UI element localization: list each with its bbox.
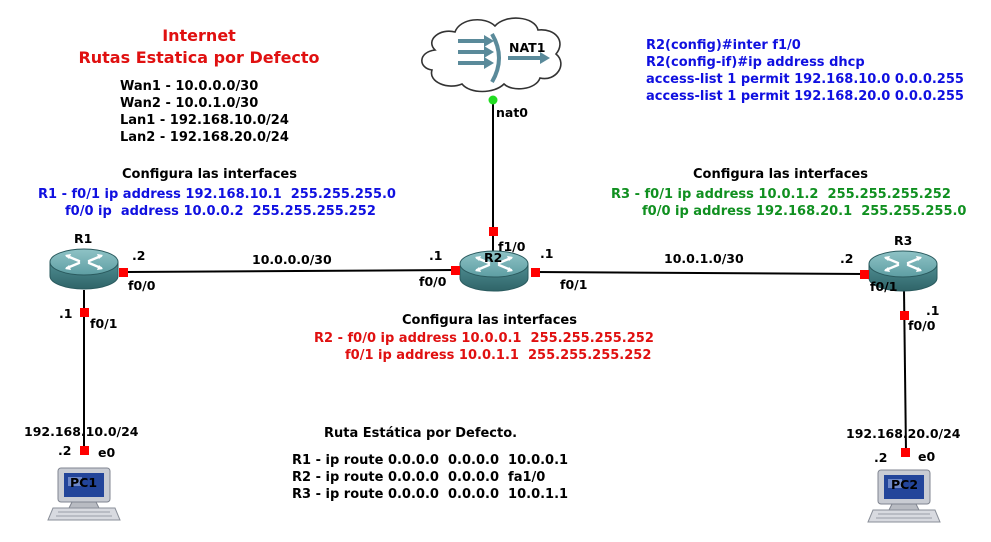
r1-config-line-2: f0/0 ip address 10.0.0.2 255.255.255.252	[65, 204, 376, 219]
r2-config-line-2: f0/1 ip address 10.0.1.1 255.255.255.252	[345, 348, 652, 363]
network-lan2: Lan2 - 192.168.20.0/24	[120, 130, 289, 145]
link-r1-r2	[122, 269, 456, 273]
port-label-r3-f00: f0/0	[908, 318, 936, 333]
port-r2-f00-marker	[451, 266, 460, 275]
link-label-wan2: 10.0.1.0/30	[664, 251, 744, 266]
port-label-r3-f01: f0/1	[870, 279, 898, 294]
r2-nat-config-line-1: R2(config)#inter f1/0	[646, 38, 801, 53]
port-r3-f01-marker	[860, 270, 869, 279]
r2-nat-config-line-2: R2(config-if)#ip address dhcp	[646, 55, 865, 70]
port-r1-f01-marker	[80, 308, 89, 317]
r1-config-heading: Configura las interfaces	[122, 167, 297, 182]
network-wan1: Wan1 - 10.0.0.0/30	[120, 79, 259, 94]
port-label-r1-f01: f0/1	[90, 316, 118, 331]
routes-heading: Ruta Estática por Defecto.	[324, 426, 518, 441]
port-ip-pc1: .2	[58, 443, 72, 458]
route-r2: R2 - ip route 0.0.0.0 0.0.0.0 fa1/0	[292, 470, 546, 485]
port-r1-f00-marker	[119, 268, 128, 277]
port-r2-f01-marker	[531, 268, 540, 277]
node-label-nat1: NAT1	[509, 40, 546, 55]
port-ip-r2-f00: .1	[429, 248, 443, 263]
port-label-nat0: nat0	[496, 105, 529, 120]
port-ip-r3-f01: .2	[840, 251, 854, 266]
link-label-lan1: 192.168.10.0/24	[24, 424, 139, 439]
link-r2-r3	[534, 271, 865, 275]
r1-config-line-1: R1 - f0/1 ip address 192.168.10.1 255.25…	[38, 187, 396, 202]
link-label-wan1: 10.0.0.0/30	[252, 252, 332, 267]
r3-config-heading: Configura las interfaces	[693, 167, 868, 182]
port-label-r2-f01: f0/1	[560, 277, 588, 292]
route-r1: R1 - ip route 0.0.0.0 0.0.0.0 10.0.0.1	[292, 453, 569, 468]
r2-config-line-1: R2 - f0/0 ip address 10.0.0.1 255.255.25…	[314, 331, 654, 346]
port-label-r2-f10: f1/0	[498, 239, 526, 254]
r3-config-line-1: R3 - f0/1 ip address 10.0.1.2 255.255.25…	[611, 187, 951, 202]
title-line-1: Internet	[162, 26, 236, 45]
port-ip-pc2: .2	[874, 450, 888, 465]
r2-nat-config-line-3: access-list 1 permit 192.168.10.0 0.0.0.…	[646, 72, 964, 87]
router-r1-icon[interactable]	[48, 247, 120, 291]
port-nat0-marker	[488, 95, 498, 105]
node-label-r1: R1	[74, 231, 93, 246]
network-wan2: Wan2 - 10.0.1.0/30	[120, 96, 259, 111]
port-r2-f10-marker	[489, 227, 498, 236]
nat-cloud-icon[interactable]	[421, 17, 562, 93]
network-lan1: Lan1 - 192.168.10.0/24	[120, 113, 289, 128]
route-r3: R3 - ip route 0.0.0.0 0.0.0.0 10.0.1.1	[292, 487, 569, 502]
port-ip-r3-f00: .1	[926, 303, 940, 318]
port-label-r2-f00: f0/0	[419, 274, 447, 289]
node-label-r3: R3	[894, 233, 913, 248]
port-pc2-e0-marker	[901, 448, 910, 457]
r2-config-heading: Configura las interfaces	[402, 313, 577, 328]
port-label-r1-f00: f0/0	[128, 278, 156, 293]
node-label-pc1: PC1	[70, 475, 98, 490]
port-pc1-e0-marker	[80, 446, 89, 455]
port-ip-r1-f00: .2	[132, 248, 146, 263]
title-line-2: Rutas Estatica por Defecto	[78, 48, 320, 67]
link-label-lan2: 192.168.20.0/24	[846, 426, 961, 441]
port-label-pc1-e0: e0	[98, 445, 116, 460]
r3-config-line-2: f0/0 ip address 192.168.20.1 255.255.255…	[642, 204, 967, 219]
port-ip-r2-f01: .1	[540, 246, 554, 261]
port-r3-f00-marker	[900, 311, 909, 320]
port-ip-r1-f01: .1	[59, 306, 73, 321]
node-label-r2: R2	[484, 250, 503, 265]
port-label-pc2-e0: e0	[918, 449, 936, 464]
r2-nat-config-line-4: access-list 1 permit 192.168.20.0 0.0.0.…	[646, 89, 964, 104]
node-label-pc2: PC2	[891, 477, 919, 492]
